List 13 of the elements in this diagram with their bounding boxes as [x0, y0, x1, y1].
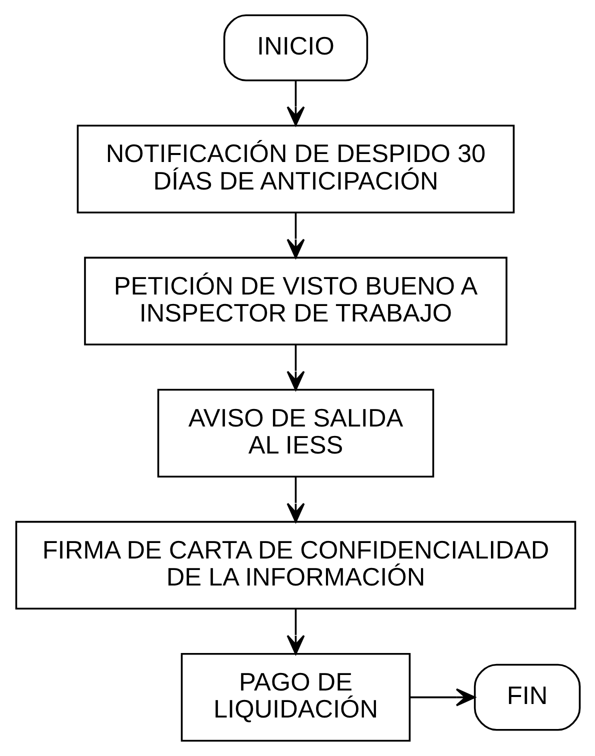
arrow — [286, 212, 304, 258]
arrow — [286, 344, 304, 391]
arrow — [286, 80, 304, 126]
arrow — [286, 477, 304, 523]
node-box: AVISO DE SALIDA AL IESS — [156, 388, 434, 478]
arrow — [410, 688, 476, 706]
node-box: PAGO DE LIQUIDACIÓN — [180, 652, 410, 742]
node-box: FIRMA DE CARTA DE CONFIDENCIALIDAD DE LA INFORMACIÓN — [14, 520, 576, 610]
node-box: PETICIÓN DE VISTO BUENO A INSPECTOR DE TRABAJO — [84, 256, 507, 346]
node-box: NOTIFICACIÓN DE DESPIDO 30 DÍAS DE ANTICIPACIÓN — [76, 124, 514, 214]
node-box: FIN — [473, 664, 580, 731]
arrow — [286, 609, 304, 655]
node-box: INICIO — [222, 14, 368, 82]
